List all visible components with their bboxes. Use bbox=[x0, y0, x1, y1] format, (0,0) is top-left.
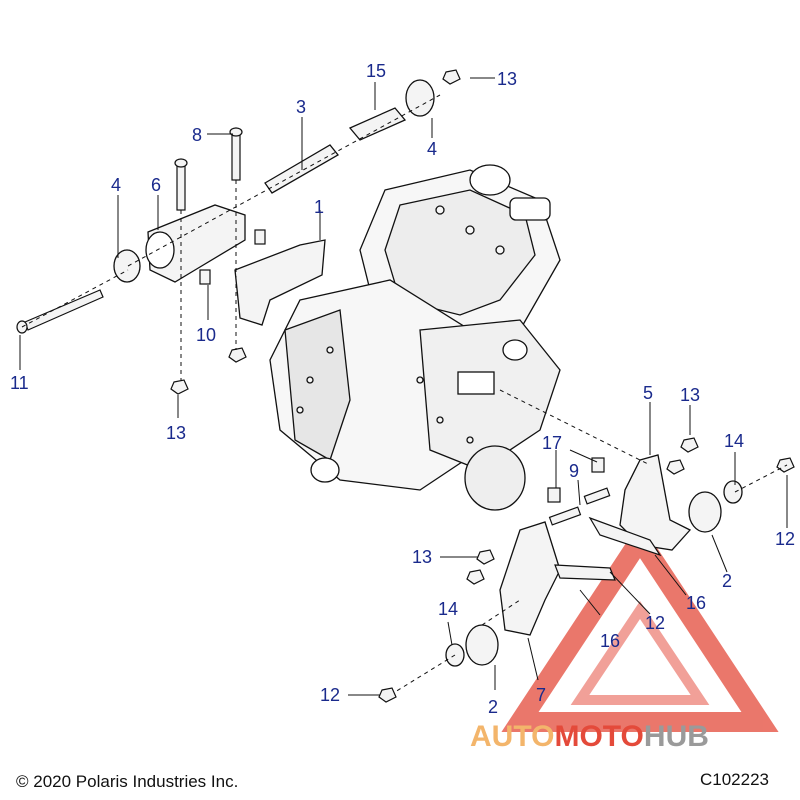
logo-word-auto: AUTO bbox=[470, 720, 555, 753]
callout-14: 14 bbox=[438, 599, 459, 619]
callout-9: 9 bbox=[569, 461, 580, 481]
callout-16: 16 bbox=[600, 631, 621, 651]
studs bbox=[547, 457, 611, 526]
copyright-text: © 2020 Polaris Industries Inc. bbox=[16, 772, 239, 791]
callout-2: 2 bbox=[722, 571, 733, 591]
logo-word-hub: HUB bbox=[643, 720, 709, 753]
small-bolts bbox=[199, 229, 266, 285]
callout-11: 11 bbox=[10, 373, 29, 393]
callout-10: 10 bbox=[196, 325, 217, 345]
callout-4: 4 bbox=[111, 175, 122, 195]
callout-2: 2 bbox=[488, 697, 499, 717]
callout-8: 8 bbox=[192, 125, 203, 145]
sleeve-and-rod bbox=[264, 107, 407, 194]
callout-12: 12 bbox=[775, 529, 796, 549]
callout-6: 6 bbox=[151, 175, 162, 195]
callout-13: 13 bbox=[166, 423, 187, 443]
callout-12: 12 bbox=[645, 613, 666, 633]
callout-12: 12 bbox=[320, 685, 341, 705]
figure-id: C102223 bbox=[700, 770, 770, 789]
callout-16: 16 bbox=[686, 593, 707, 613]
mount-block bbox=[145, 204, 246, 283]
watermark-logo-icon bbox=[501, 521, 779, 732]
callout-13: 13 bbox=[680, 385, 701, 405]
callout-13: 13 bbox=[497, 69, 518, 89]
nuts bbox=[170, 69, 795, 703]
callout-13: 13 bbox=[412, 547, 433, 567]
front-bracket bbox=[499, 521, 561, 636]
watermark-logo: AUTOMOTOHUB bbox=[470, 720, 709, 754]
callout-5: 5 bbox=[643, 383, 654, 403]
callout-17: 17 bbox=[542, 433, 563, 453]
bushing bbox=[113, 79, 435, 283]
callout-15: 15 bbox=[366, 61, 387, 81]
long-bolt bbox=[16, 289, 104, 334]
links bbox=[554, 516, 662, 581]
engine-mount-bracket bbox=[234, 239, 326, 326]
dashed-assembly-lines bbox=[21, 94, 788, 693]
callout-1: 1 bbox=[314, 197, 325, 217]
callout-14: 14 bbox=[724, 431, 745, 451]
engine-assembly bbox=[269, 164, 561, 511]
callout-3: 3 bbox=[296, 97, 307, 117]
logo-word-moto: MOTO bbox=[554, 720, 644, 753]
leader-lines bbox=[19, 77, 788, 696]
callout-7: 7 bbox=[536, 685, 547, 705]
callout-4: 4 bbox=[427, 139, 438, 159]
rear-bracket bbox=[619, 454, 692, 551]
vertical-bolts bbox=[174, 127, 243, 211]
